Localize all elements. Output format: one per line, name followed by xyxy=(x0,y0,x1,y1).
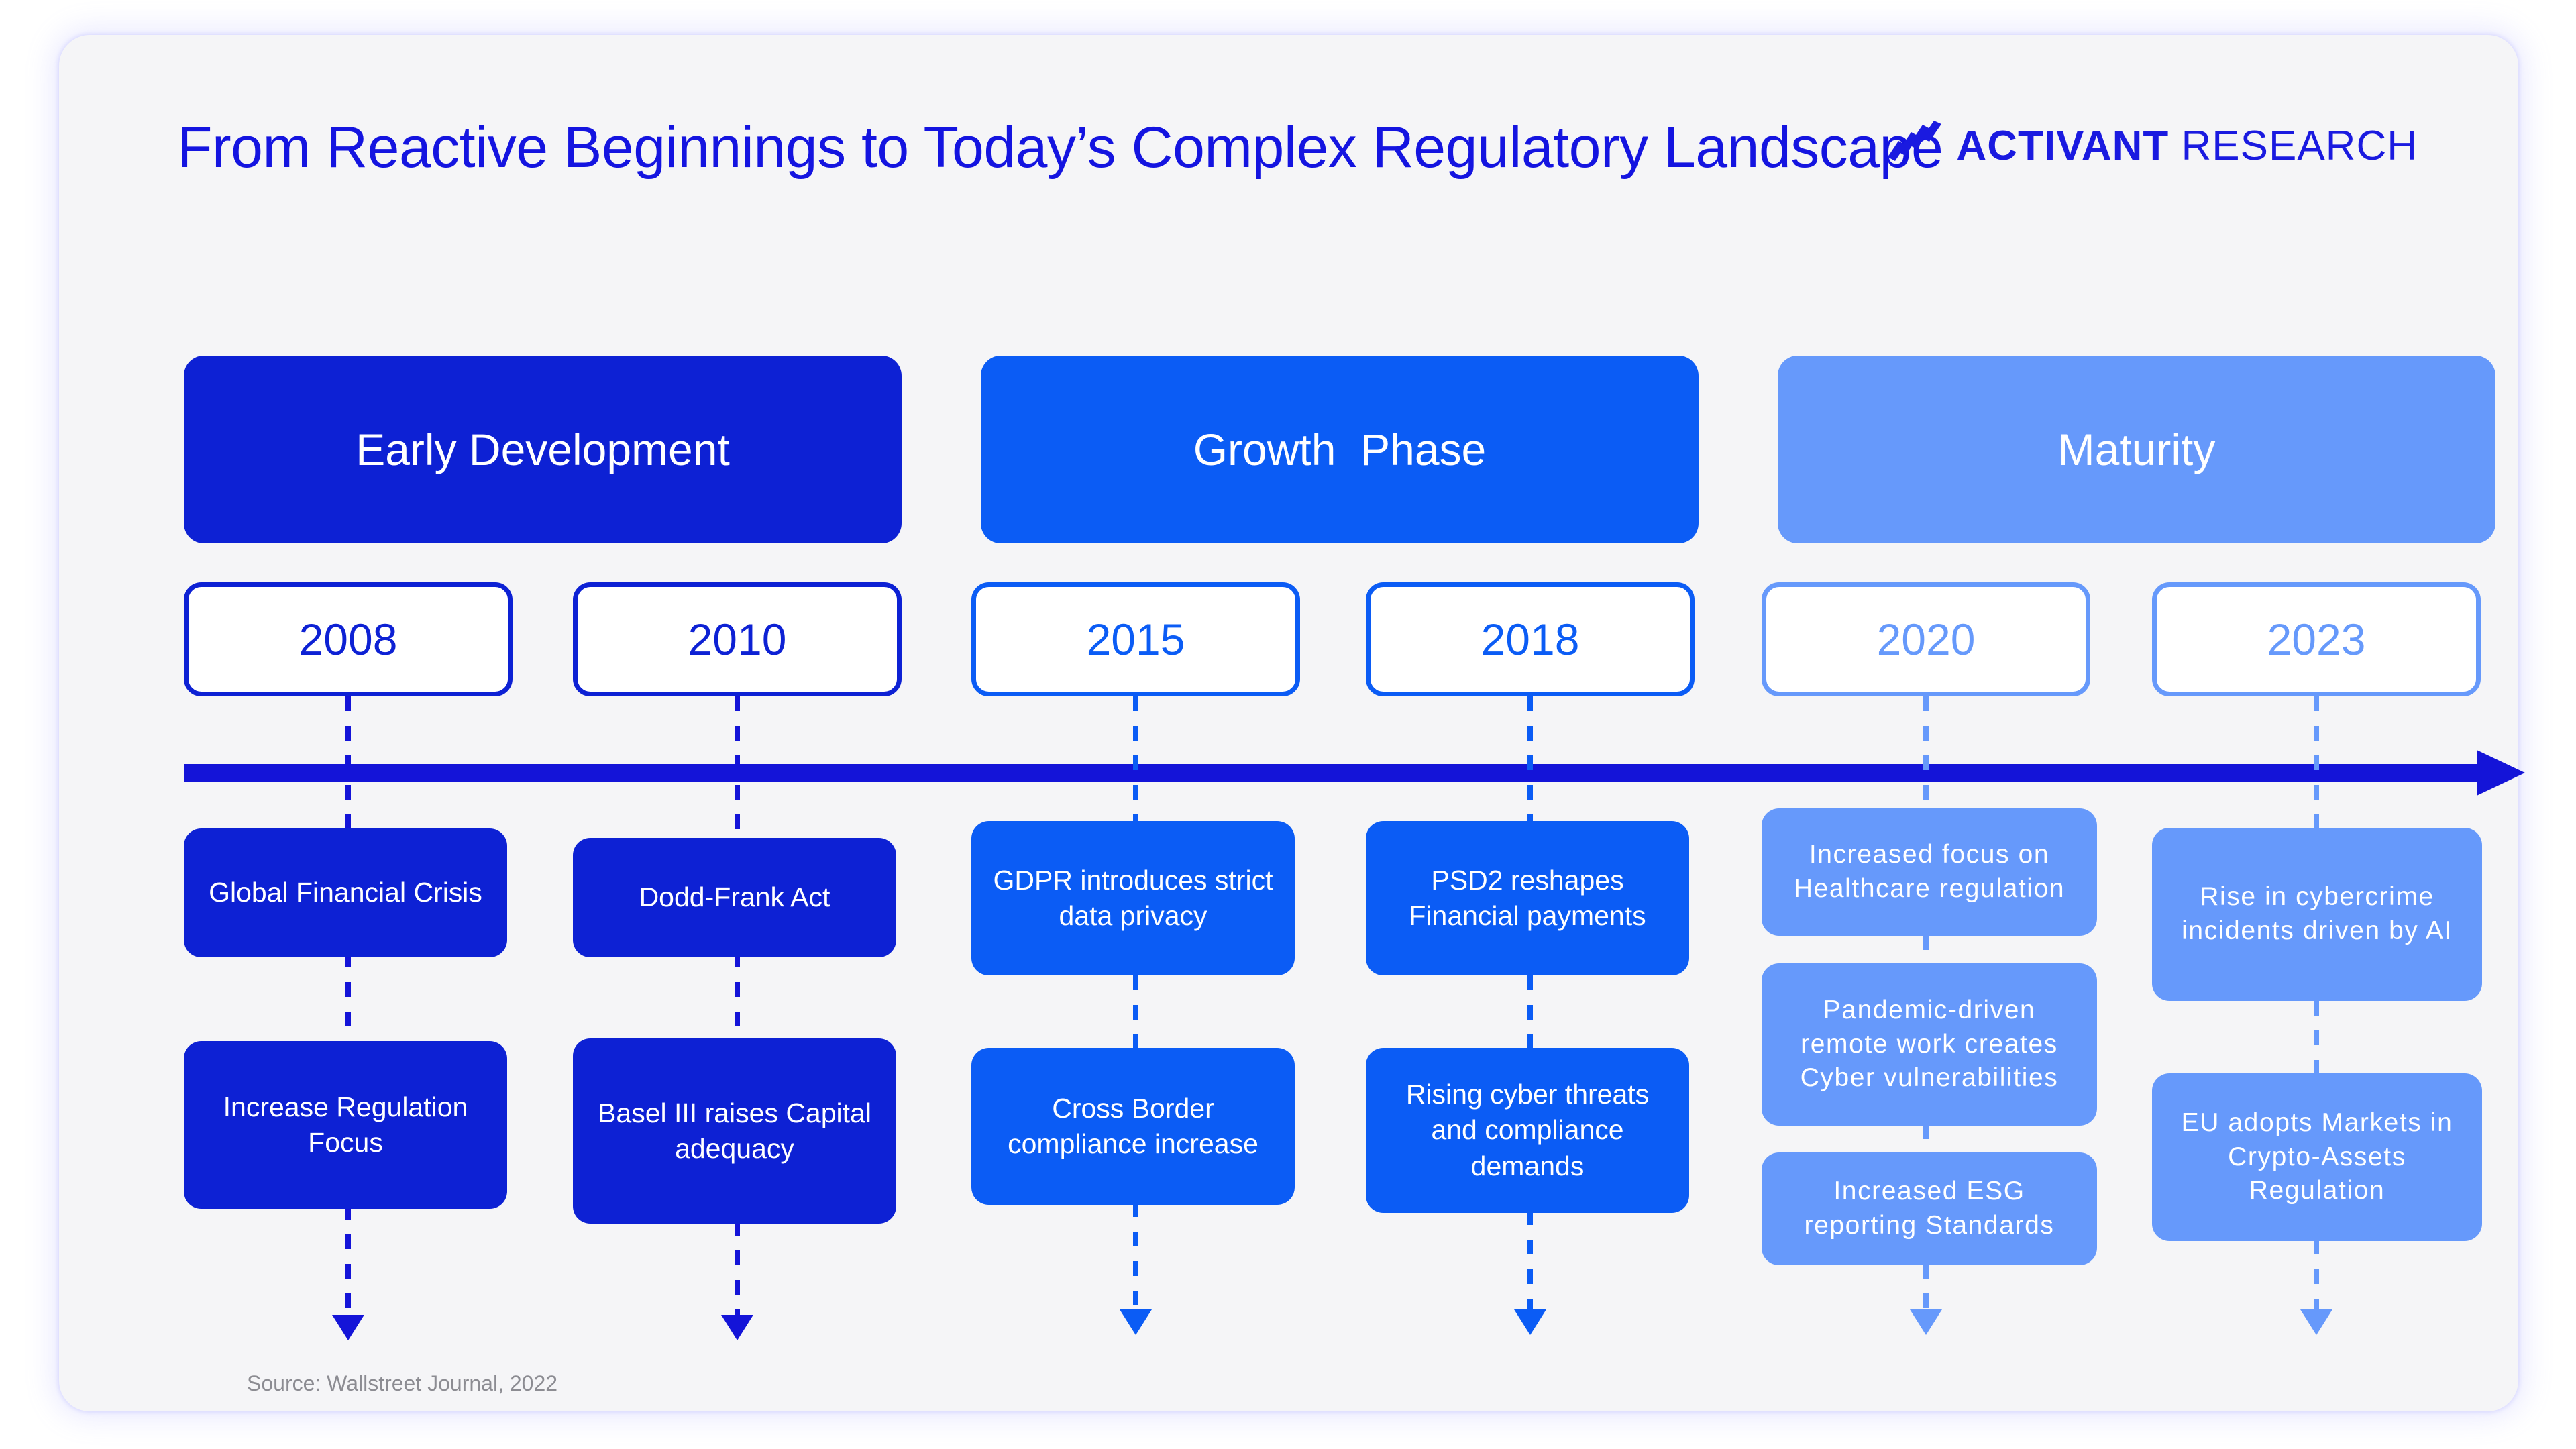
connector-2015-lower xyxy=(1133,1202,1138,1316)
year-pill-2023[interactable]: 2023 xyxy=(2152,582,2481,696)
connector-2018-lower xyxy=(1527,1210,1533,1316)
timeline-axis-line xyxy=(184,764,2478,782)
connector-2015-arrow-icon xyxy=(1120,1309,1152,1335)
timeline-axis xyxy=(184,750,2525,796)
year-pill-2018[interactable]: 2018 xyxy=(1366,582,1695,696)
connector-2018-mid xyxy=(1527,975,1533,1051)
year-pill-2010[interactable]: 2010 xyxy=(573,582,902,696)
event-card-2023-1[interactable]: Rise in cybercrime incidents driven by A… xyxy=(2152,828,2482,1001)
year-pill-2008[interactable]: 2008 xyxy=(184,582,513,696)
logo-word-research: RESEARCH xyxy=(2181,122,2418,169)
event-card-2010-1[interactable]: Dodd-Frank Act xyxy=(573,838,896,957)
phase-banner-maturity[interactable]: Maturity xyxy=(1778,356,2496,543)
connector-2010-upper xyxy=(735,696,740,836)
connector-2010-mid xyxy=(735,953,740,1068)
connector-2010-arrow-icon xyxy=(721,1315,753,1340)
event-card-2010-2[interactable]: Basel III raises Capital adequacy xyxy=(573,1038,896,1224)
connector-2020-upper xyxy=(1923,696,1929,809)
event-card-2015-2[interactable]: Cross Border compliance increase xyxy=(971,1048,1295,1205)
connector-2023-mid xyxy=(2314,1001,2319,1075)
event-card-2008-2[interactable]: Increase Regulation Focus xyxy=(184,1041,507,1209)
connector-2020-mid1 xyxy=(1923,935,1929,965)
year-pill-2020[interactable]: 2020 xyxy=(1762,582,2090,696)
page-title: From Reactive Beginnings to Today’s Comp… xyxy=(177,115,1943,180)
activant-slanted-bars-logo-icon xyxy=(1888,121,1942,161)
connector-2023-lower xyxy=(2314,1240,2319,1316)
event-card-2015-1[interactable]: GDPR introduces strict data privacy xyxy=(971,821,1295,975)
year-pill-2015[interactable]: 2015 xyxy=(971,582,1300,696)
event-card-2020-3[interactable]: Increased ESG reporting Standards xyxy=(1762,1152,2097,1265)
connector-2020-arrow-icon xyxy=(1910,1309,1942,1335)
connector-2020-mid2 xyxy=(1923,1124,1929,1154)
activant-research-logo: ACTIVANT RESEARCH xyxy=(1884,121,2418,170)
connector-2008-arrow-icon xyxy=(332,1315,364,1340)
logo-word-activant: ACTIVANT xyxy=(1956,122,2169,169)
event-card-2018-2[interactable]: Rising cyber threats and compliance dema… xyxy=(1366,1048,1689,1213)
connector-2015-upper xyxy=(1133,696,1138,824)
infographic-panel: From Reactive Beginnings to Today’s Comp… xyxy=(59,35,2525,1411)
phase-banner-early-development[interactable]: Early Development xyxy=(184,356,902,543)
connector-2023-arrow-icon xyxy=(2300,1309,2332,1335)
timeline-arrow-head-icon xyxy=(2477,750,2525,796)
connector-2018-upper xyxy=(1527,696,1533,824)
event-card-2018-1[interactable]: PSD2 reshapes Financial payments xyxy=(1366,821,1689,975)
connector-2020-lower xyxy=(1923,1264,1929,1316)
event-card-2008-1[interactable]: Global Financial Crisis xyxy=(184,828,507,957)
phase-banner-growth-phase[interactable]: Growth Phase xyxy=(981,356,1699,543)
connector-2015-mid xyxy=(1133,975,1138,1051)
source-note: Source: Wallstreet Journal, 2022 xyxy=(247,1371,558,1395)
event-card-2020-1[interactable]: Increased focus on Healthcare regulation xyxy=(1762,808,2097,936)
connector-2008-upper xyxy=(345,696,351,836)
connector-2008-mid xyxy=(345,953,351,1068)
connector-2008-lower xyxy=(345,1205,351,1319)
connector-2023-upper xyxy=(2314,696,2319,828)
logo-wordmark: ACTIVANT RESEARCH xyxy=(1956,122,2418,170)
event-card-2023-2[interactable]: EU adopts Markets in Crypto-Assets Regul… xyxy=(2152,1073,2482,1241)
connector-2018-arrow-icon xyxy=(1514,1309,1546,1335)
connector-2010-lower xyxy=(735,1221,740,1322)
event-card-2020-2[interactable]: Pandemic-driven remote work creates Cybe… xyxy=(1762,963,2097,1126)
